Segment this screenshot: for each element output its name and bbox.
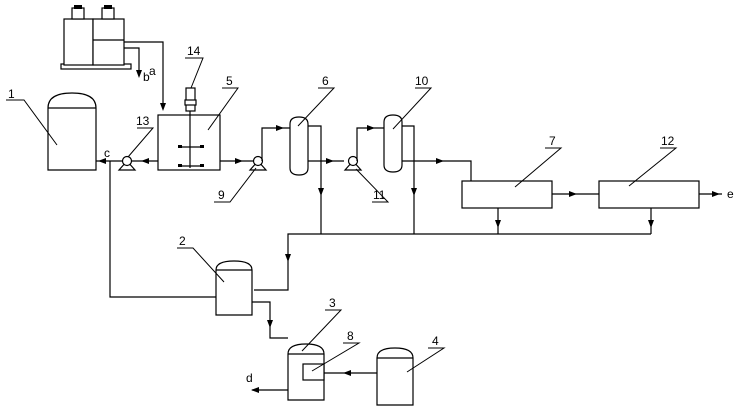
tank-4	[376, 347, 414, 406]
flow-arrow	[367, 125, 375, 131]
stream-label-e: e	[727, 187, 734, 201]
column-10	[383, 114, 472, 234]
equipment-labels: 1 2 3 4 5 6 7 8 9 10 11 12 13 14	[8, 44, 675, 348]
label-11: 11	[373, 188, 386, 202]
mixer-5	[157, 87, 221, 171]
collection-header	[254, 233, 651, 291]
flow-arrow	[495, 220, 501, 228]
reagent-tank-group	[60, 5, 132, 70]
label-10: 10	[415, 74, 429, 88]
label-14: 14	[187, 44, 201, 58]
stream-labels: a b c d e	[104, 64, 734, 385]
tank-2	[215, 260, 253, 316]
unit-12	[598, 180, 700, 209]
line-pump11-to-column10	[356, 127, 384, 161]
unit-7	[461, 180, 553, 209]
stream-label-b: b	[143, 70, 150, 84]
flow-arrow	[285, 254, 291, 262]
flow-arrow	[276, 125, 284, 131]
pump-13	[117, 155, 137, 171]
pump-11	[343, 155, 363, 171]
pump-9	[248, 155, 268, 171]
stream-label-a: a	[149, 64, 156, 78]
label-12: 12	[661, 134, 675, 148]
label-3: 3	[329, 296, 336, 310]
label-7: 7	[549, 134, 556, 148]
label-9: 9	[218, 188, 225, 202]
flow-arrow	[235, 158, 243, 164]
tank-1	[47, 92, 97, 171]
flow-arrow	[343, 370, 351, 376]
flow-arrow	[712, 191, 720, 197]
flow-arrow	[267, 320, 273, 328]
label-6: 6	[322, 74, 329, 88]
flow-arrow	[648, 220, 654, 228]
label-2: 2	[179, 234, 186, 248]
label-13: 13	[136, 114, 150, 128]
leader-lines	[6, 57, 678, 373]
flow-arrow	[569, 191, 577, 197]
flow-arrow	[98, 158, 106, 164]
column-6	[289, 116, 344, 234]
stream-label-d: d	[246, 371, 253, 385]
stream-label-c: c	[104, 146, 110, 160]
line-c-to-tank2	[109, 161, 216, 298]
flow-arrow	[251, 387, 259, 393]
label-4: 4	[432, 334, 439, 348]
line-pump9-to-column6	[261, 127, 290, 161]
feed-lines-a-b	[124, 41, 166, 111]
tank-3	[287, 343, 325, 401]
label-1: 1	[8, 87, 15, 101]
flow-arrow	[141, 158, 149, 164]
label-5: 5	[226, 74, 233, 88]
label-8: 8	[347, 329, 354, 343]
